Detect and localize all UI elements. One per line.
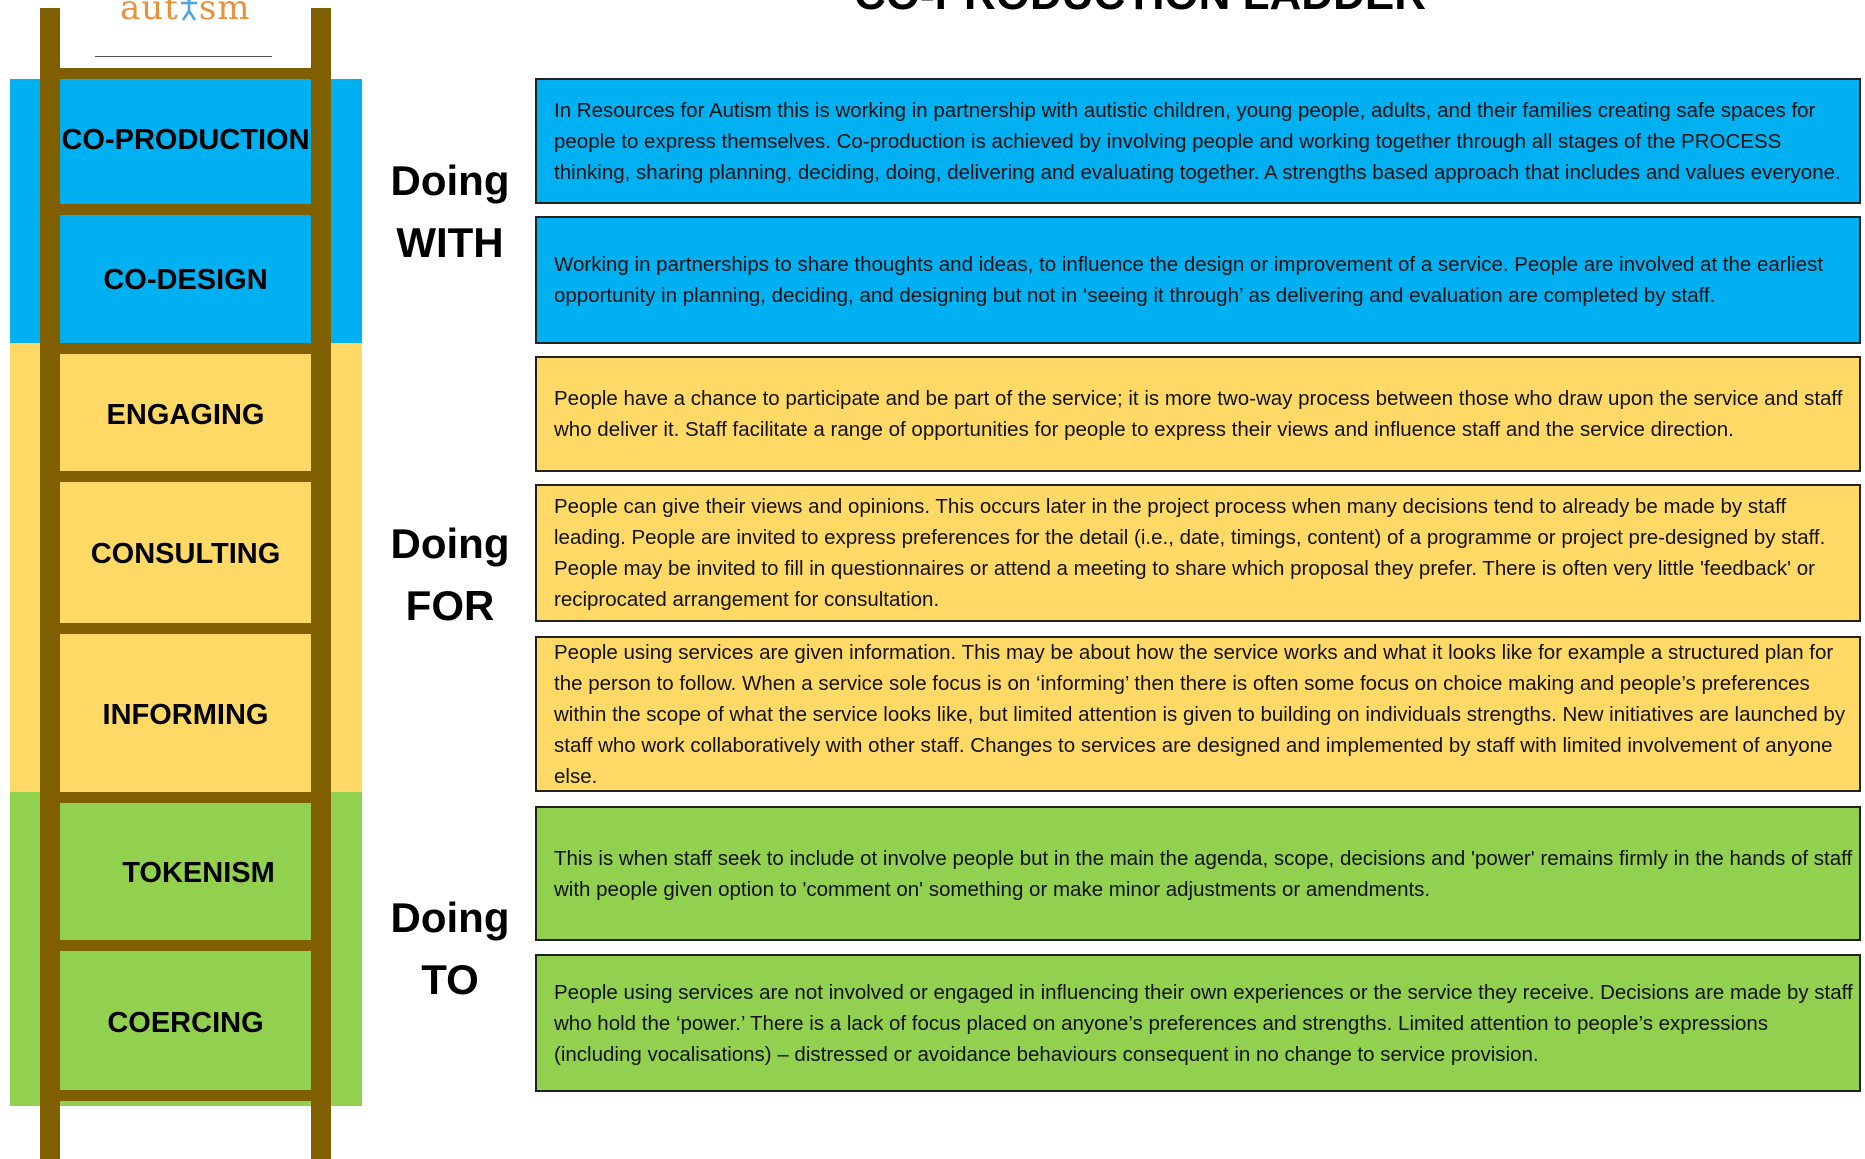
ladder-rung [40,204,331,215]
rung-label-coercing: COERCING [107,1007,264,1039]
page-title: CO-PRODUCTION LADDER [640,0,1640,20]
description-co-design: Working in partnerships to share thought… [535,216,1861,344]
rung-label-informing: INFORMING [102,699,269,731]
description-informing: People using services are given informat… [535,636,1861,792]
rung-label-co-design: CO-DESIGN [103,264,268,296]
description-text: This is when staff seek to include ot in… [554,846,1853,901]
description-co-production: In Resources for Autism this is working … [535,78,1861,204]
person-figure-icon [180,0,197,21]
ladder-rung [40,1090,331,1101]
ladder-rung [40,940,331,951]
rung-label-consulting: CONSULTING [90,538,281,570]
logo-underline [95,56,272,57]
ladder-rung [40,792,331,803]
logo-text-start: aut [120,0,179,28]
description-text: Working in partnerships to share thought… [554,253,1824,307]
description-consulting: People can give their views and opinions… [535,484,1861,622]
group-label-with: Doing WITH [370,150,530,274]
description-text: In Resources for Autism this is working … [554,98,1841,184]
group-label-to: Doing TO [370,887,530,1011]
logo-text-end: sm [198,0,251,28]
ladder-rung [40,623,331,634]
ladder-rung [40,68,331,79]
rung-label-engaging: ENGAGING [106,399,265,431]
group-label-line: WITH [396,219,504,266]
band-for [10,343,362,792]
description-text: People using services are not involved o… [554,980,1853,1066]
group-label-for: Doing FOR [370,513,530,637]
group-label-line: Doing [390,894,510,941]
rung-label-tokenism: TOKENISM [122,857,275,889]
description-coercing: People using services are not involved o… [535,954,1861,1092]
description-text: People have a chance to participate and … [554,387,1843,441]
description-text: People using services are given informat… [554,640,1846,788]
ladder-rung [40,471,331,482]
description-text: People can give their views and opinions… [554,495,1826,611]
group-label-line: Doing [390,520,510,567]
ladder-rail-left [40,8,60,1159]
ladder-rail-right [311,8,331,1159]
group-label-line: TO [421,956,479,1003]
ladder-rung [40,343,331,354]
group-label-line: Doing [390,157,510,204]
rung-label-co-production: CO-PRODUCTION [61,124,310,156]
description-tokenism: This is when staff seek to include ot in… [535,806,1861,941]
group-label-line: FOR [405,582,495,629]
description-engaging: People have a chance to participate and … [535,356,1861,472]
